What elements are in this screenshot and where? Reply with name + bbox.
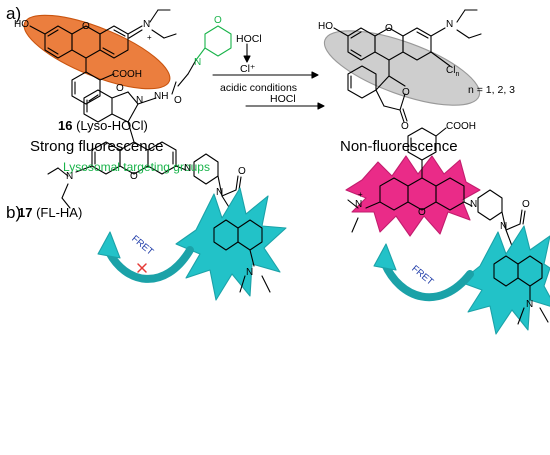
- product-b-structure: [345, 127, 526, 247]
- atom-n-piperazine-b2: N: [500, 221, 508, 232]
- atom-nh: NH: [154, 91, 169, 102]
- atom-n-diethyl: N: [66, 171, 74, 182]
- atom-ho-product: HO: [318, 21, 333, 32]
- atom-o-xanthene-b: O: [418, 207, 426, 218]
- compound-16-label: 16 (Lyso-HOCl): [58, 118, 148, 133]
- compound-16-structure: [23, 9, 177, 105]
- atom-cooh: COOH: [112, 69, 142, 80]
- reagent-hocl-a: HOCl: [236, 33, 262, 45]
- substituent-count: n = 1, 2, 3: [468, 84, 515, 96]
- fret-arrow-blocked: [104, 246, 194, 283]
- strong-fluorescence-text: Strong fluorescence: [30, 138, 164, 155]
- atom-o-xanthene: O: [130, 171, 138, 182]
- compound-17-label: 17 (FL-HA): [18, 205, 83, 220]
- atom-plus-b: +: [358, 190, 363, 199]
- reagent-cl-plus: Cl⁺: [240, 63, 256, 75]
- atom-ho: HO: [14, 19, 29, 30]
- atom-o2-oxo: O: [116, 83, 124, 94]
- atom-o-ring-product: O: [385, 23, 393, 34]
- product-a-structure: [323, 9, 482, 123]
- atom-n-plus: N: [143, 19, 151, 30]
- atom-cooh-b: COOH: [446, 121, 476, 132]
- coumarin-donor-reactant: [175, 187, 287, 301]
- atom-n-piperazine-2: N: [216, 187, 224, 198]
- reagent-hocl-b: HOCl: [270, 93, 296, 105]
- atom-n-piperazine-1: N: [184, 163, 192, 174]
- atom-o-carbonyl-b: O: [238, 166, 246, 177]
- compound-17-structure: [47, 25, 242, 213]
- atom-o-ring: O: [82, 21, 90, 32]
- atom-o-morpholine: O: [214, 15, 222, 26]
- non-fluorescence-text: Non-fluorescence: [340, 138, 458, 155]
- reaction-condition: acidic conditions: [220, 82, 298, 94]
- arrow-panel-a: [212, 43, 319, 79]
- lysosomal-targeting-text: Lysosomal targeting groups: [63, 160, 210, 174]
- atom-plus: +: [147, 33, 152, 42]
- atom-cl: Cln: [446, 65, 460, 79]
- atom-n-coumarin: N: [246, 267, 254, 278]
- fret-arrow-active: [380, 258, 474, 302]
- atom-n-ring: N: [136, 95, 144, 106]
- closed-ring-highlight-grey: [323, 30, 481, 106]
- atom-o-carbonyl-b2: O: [522, 199, 530, 210]
- atom-o-amide: O: [174, 95, 182, 106]
- atom-o-lactone: O: [402, 87, 410, 98]
- arrow-panel-b: [245, 102, 325, 110]
- atom-n-morpholine: N: [194, 57, 202, 68]
- panel-b-label: b): [6, 203, 22, 222]
- panel-a-label: a): [6, 4, 22, 23]
- atom-n-product: N: [446, 19, 454, 30]
- atom-n-piperazine-b1: N: [470, 199, 478, 210]
- atom-n-plus-b: N: [355, 199, 363, 210]
- atom-n-coumarin-b: N: [526, 299, 534, 310]
- atom-o-carbonyl: O: [401, 121, 409, 132]
- coumarin-donor-product: [459, 225, 550, 335]
- magenta-fluorophore: [345, 155, 481, 237]
